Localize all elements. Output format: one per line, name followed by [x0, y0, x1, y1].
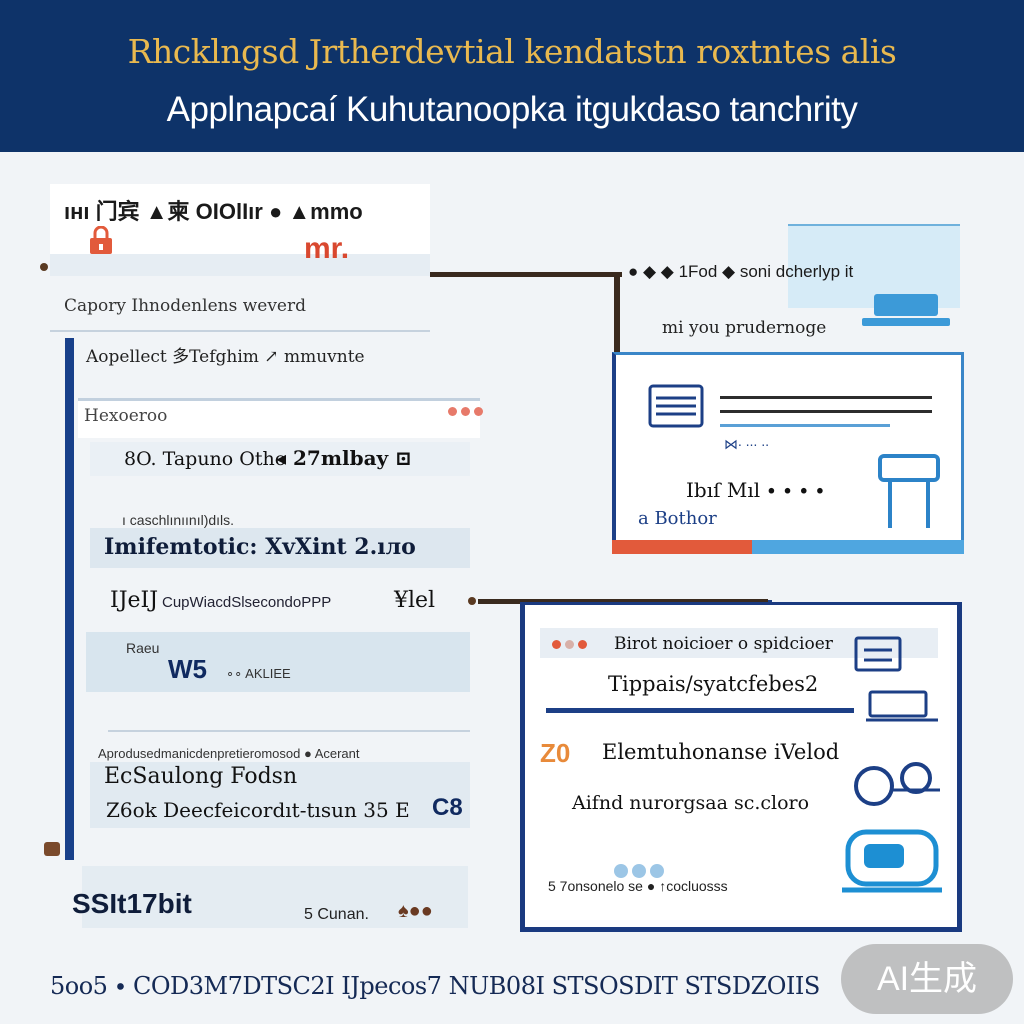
row-3-left: IJeIJ	[110, 588, 159, 613]
bottom-card	[82, 866, 468, 928]
right-top-line2: mi you prudernoge	[662, 318, 827, 338]
card-small-label: Raeu	[126, 640, 160, 656]
sketch-line	[720, 410, 932, 413]
section-line: Aopellect 多Tefghim ↗ mmuvnte	[86, 347, 365, 367]
machine-icon	[842, 829, 942, 893]
bottom-big-value: SSIt17bit	[72, 888, 192, 919]
device-icon	[862, 294, 950, 326]
connector-line	[430, 272, 622, 277]
note-icon	[854, 636, 902, 672]
right-bottom-line3: Elemtuhonanse iVelod	[602, 740, 840, 764]
connector-dot	[40, 263, 48, 271]
row-2-text: Imifemtotic: XvXint 2.ıло	[104, 534, 416, 560]
right-top-label-a: ⋈∙ ∙∙∙ ∙∙	[724, 436, 770, 452]
right-bottom-line4: Aifnd nurorgsaa sc.cloro	[572, 792, 810, 814]
right-bottom-line5: 5 7onsonelo se ● ↑cocluosss	[548, 878, 728, 894]
left-panel-header	[78, 398, 480, 438]
row-1-right: ◂ 27mlbay ⊡	[276, 446, 412, 470]
right-bottom-line2: Tippais/syatcfebes2	[608, 672, 819, 696]
table-icon	[648, 384, 704, 428]
status-dots	[614, 864, 664, 878]
right-bottom-big: Z0	[540, 738, 571, 768]
row-3-mid: CupWiacdSlsecondoPPP	[162, 594, 332, 611]
red-mark: mr.	[304, 232, 350, 265]
panel-accent-red	[612, 540, 752, 554]
panel-accent-blue	[752, 540, 964, 554]
card-row	[86, 632, 470, 692]
window-dots	[552, 640, 587, 649]
banner-subtitle: Applnapcaí Kuhutanoopka itgukdaso tanchr…	[166, 90, 858, 129]
progress-bar	[546, 708, 854, 713]
divider	[50, 330, 430, 332]
caption-2: Aprodusedmanicdenpretieromosod ● Acerant	[98, 746, 360, 761]
header-banner: Rhcklngsd Jrtherdevtial kendatstn roxtnt…	[0, 0, 1024, 152]
form-icon	[866, 690, 938, 722]
right-bottom-header-bar	[540, 628, 938, 658]
divider	[108, 730, 470, 732]
footer-text: 5oo5 ∙ COD3M7DTSC2I IJpecos7 NUB08I STSO…	[50, 972, 820, 1000]
right-top-label-c: a Bothor	[638, 508, 717, 529]
lock-icon	[90, 226, 112, 254]
card-mid-label: ∘∘ AKLIEE	[226, 666, 291, 681]
row-2	[90, 528, 470, 568]
banner-title: Rhcklngsd Jrtherdevtial kendatstn roxtnt…	[127, 32, 897, 71]
row-4-b: Z6ok Deecfeicordıt-tısun 35 E	[106, 798, 410, 822]
right-top-label-b: Ibıſ Mıl ∙ ∙ ∙ ∙	[686, 478, 825, 502]
row-4	[90, 762, 470, 828]
desk-icon	[878, 454, 940, 528]
panel-label: Hexoeroo	[84, 406, 168, 426]
sketch-line	[720, 424, 890, 427]
ai-generated-badge: AI生成	[841, 944, 1013, 1014]
left-header-card	[50, 184, 430, 276]
window-dots	[448, 407, 483, 416]
chat-icon	[854, 762, 940, 806]
caption-1: ı caschlınıınıl)dıls.	[122, 512, 235, 528]
rail-cap	[44, 842, 60, 856]
right-bottom-header: Birot noicioer o spidcioer	[614, 634, 833, 654]
connector-line	[614, 272, 620, 354]
row-4-a: EcSaulong Fodsn	[104, 764, 298, 789]
card-big-value: W5	[168, 654, 207, 684]
connector-dot	[468, 597, 476, 605]
bottom-icon: ♠●●	[398, 900, 433, 922]
left-header-shade	[50, 254, 430, 276]
row-4-c: C8	[432, 794, 463, 821]
sketch-line	[720, 396, 932, 399]
company-line: Capory Ihnodenlens weverd	[64, 296, 306, 316]
right-top-header: ● ◆ ◆ 1Fod ◆ soni dcherlyp it	[628, 262, 854, 281]
row-1	[90, 442, 470, 476]
connector-line	[478, 599, 768, 604]
row-3-right: ¥lel	[394, 588, 436, 613]
left-header-text: ıнı 门宾 ▲柬 OIOlIır ● ▲mmo	[64, 199, 363, 224]
left-rail	[65, 338, 74, 860]
bottom-small-label: 5 Cunan.	[304, 906, 369, 923]
row-1-left: 8O. Tapuno Otho	[124, 448, 287, 470]
